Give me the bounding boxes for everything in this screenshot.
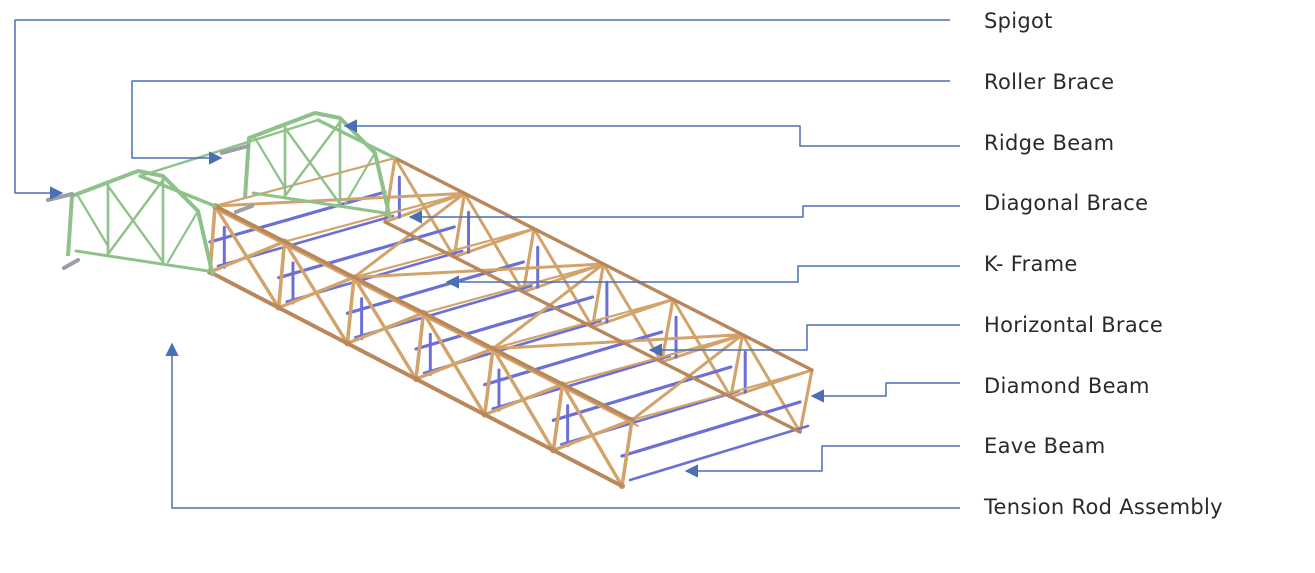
far-bottom-chord (383, 220, 802, 434)
leader-diagonal-brace (408, 205, 960, 224)
rear-end-frame-diagonal (283, 126, 342, 206)
eave-beam-bottom-chord (208, 270, 624, 488)
near-truss-post (345, 275, 356, 346)
eave-beam-top-chord (213, 204, 634, 422)
far-truss-post (729, 333, 745, 399)
leader-diamond-beam (810, 382, 960, 403)
leader-k-frame (445, 265, 960, 289)
front-end-frame-diagonal (106, 178, 165, 256)
leader-eave-beam (684, 445, 960, 478)
rear-end-frame-diagonal (343, 151, 377, 206)
far-truss-post (660, 297, 675, 364)
eave-beam-rail (220, 211, 639, 427)
horizontal-brace (277, 225, 456, 280)
front-end-frame-diagonal (76, 194, 110, 248)
far-truss-diagonal (463, 191, 525, 294)
rear-end-frame-tie (251, 191, 387, 215)
ridge-cross-member (283, 192, 466, 243)
label-eave-beam: Eave Beam (984, 434, 1106, 458)
far-truss-diagonal (671, 297, 733, 399)
label-k-frame: K- Frame (984, 252, 1078, 276)
spigot-pin (220, 144, 250, 155)
near-truss-diagonal (421, 311, 487, 417)
leader-spigot (14, 19, 950, 200)
label-diagonal-brace: Diagonal Brace (984, 191, 1149, 215)
horizontal-brace (414, 295, 595, 351)
leader-ridge-beam (343, 119, 960, 147)
leader-lines (14, 19, 960, 509)
ridge-beam-link (138, 118, 320, 178)
ridge-connector (316, 118, 397, 160)
near-truss-diagonal (213, 204, 281, 310)
truss-structure (46, 111, 814, 489)
horizontal-brace (628, 424, 810, 482)
spigot-pin (234, 204, 254, 214)
near-truss-post (551, 382, 565, 453)
label-spigot: Spigot (984, 9, 1053, 33)
far-truss-post (452, 191, 467, 259)
diagonal-brace (630, 333, 744, 422)
rear-end-frame-diagonal (253, 136, 287, 190)
front-end-frame-tie (74, 249, 210, 273)
spigot-pin (62, 258, 80, 270)
label-ridge-beam: Ridge Beam (984, 131, 1115, 155)
near-truss-diagonal (491, 346, 556, 453)
horizontal-brace (620, 400, 802, 458)
near-truss-post (276, 239, 287, 310)
near-truss-post (620, 418, 634, 488)
far-truss-diagonal (532, 227, 594, 329)
far-truss-diagonal (393, 156, 456, 259)
near-truss-diagonal (352, 275, 418, 381)
rear-end-frame-outline (243, 111, 392, 219)
ridge-cross-member (630, 368, 814, 422)
leader-roller-brace (131, 80, 950, 165)
ridge-connector (138, 174, 217, 208)
far-truss-diagonal (741, 333, 802, 434)
ridge-cross-member (561, 333, 744, 386)
near-truss-diagonal (282, 239, 350, 346)
horizontal-brace (551, 365, 733, 422)
rear-end-frame-diagonal (283, 120, 342, 198)
far-top-chord (393, 156, 814, 372)
leader-horizontal-brace (648, 324, 960, 357)
near-truss-post (482, 346, 495, 417)
near-truss-post (414, 311, 426, 381)
front-end-frame-diagonal (106, 184, 165, 264)
leader-tension-rod-assembly (165, 342, 960, 509)
far-truss-post (590, 262, 606, 329)
near-truss-diagonal (560, 382, 624, 488)
far-truss-post (798, 368, 814, 434)
label-roller-brace: Roller Brace (984, 70, 1115, 94)
spigot-pin (46, 192, 74, 202)
label-tension-rod-assembly: Tension Rod Assembly (984, 495, 1223, 519)
label-horizontal-brace: Horizontal Brace (984, 313, 1164, 337)
label-diamond-beam: Diamond Beam (984, 374, 1150, 398)
front-end-frame-diagonal (166, 209, 200, 264)
